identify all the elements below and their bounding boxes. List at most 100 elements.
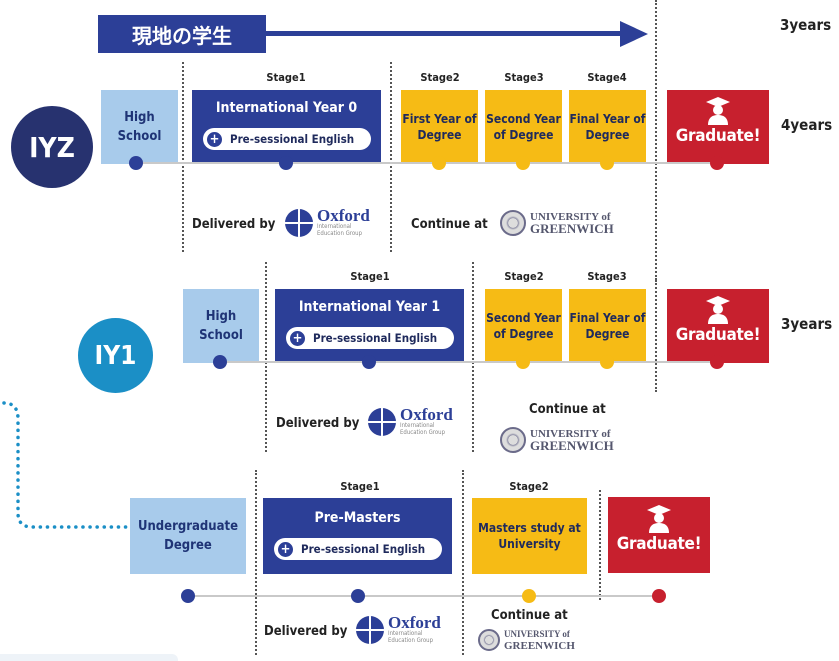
divider-graduate [655, 0, 657, 280]
oxford-name: Oxford [400, 405, 453, 424]
banner-arrow-shaft [266, 31, 622, 36]
iyz-graduate-box: Graduate! [667, 90, 769, 164]
banner-arrow-head [620, 21, 648, 47]
greenwich-line2: GREENWICH [530, 438, 614, 453]
greenwich-logo: UNIVERSITY of GREENWICH [478, 628, 575, 652]
pathway-connector [2, 401, 132, 529]
graduate-cap-icon [706, 97, 730, 125]
iy1-program-title: International Year 1 [298, 299, 441, 315]
divider-pm-3 [599, 490, 601, 600]
university-seal-icon [500, 427, 526, 453]
iyz-second-year-box: Second Year of Degree [485, 90, 562, 164]
greenwich-line2: GREENWICH [504, 640, 575, 652]
local-students-banner: 現地の学生 [98, 15, 266, 53]
iy1-dot-3 [516, 355, 530, 369]
iyz-stage3: Stage3 [504, 71, 544, 84]
greenwich-line1: UNIVERSITY of [530, 211, 611, 223]
oxford-sub2: Education Group [400, 429, 446, 436]
iyz-pill: + Pre-sessional English [203, 128, 371, 150]
iy1-stage1: Stage1 [350, 270, 390, 283]
iy1-pill: + Pre-sessional English [286, 327, 454, 349]
oxford-logo: Oxford International Education Group [368, 405, 453, 436]
footer-strip [0, 654, 178, 661]
iyz-program-box: International Year 0 + Pre-sessional Eng… [192, 90, 381, 164]
pm-dot-1 [181, 589, 195, 603]
divider-iy1-1 [265, 262, 267, 452]
iyz-continue-at: Continue at [411, 217, 488, 232]
iyz-high-school-box: High School [101, 90, 178, 164]
oxford-sub1: International [388, 630, 423, 637]
oxford-logo: Oxford International Education Group [356, 613, 441, 644]
iyz-badge: IYZ [11, 106, 93, 188]
iyz-dot-3 [432, 156, 446, 170]
pm-program-box: Pre-Masters + Pre-sessional English [263, 498, 452, 574]
iyz-delivered-by: Delivered by [192, 217, 276, 232]
local-years-label: 3years [780, 16, 832, 34]
globe-icon [368, 407, 396, 436]
iy1-stage3: Stage3 [587, 270, 627, 283]
iyz-stage2: Stage2 [420, 71, 460, 84]
divider-iyz-2 [390, 62, 392, 252]
iyz-dot-6 [710, 156, 724, 170]
iyz-stage1: Stage1 [266, 71, 306, 84]
greenwich-line2: GREENWICH [530, 221, 614, 236]
oxford-sub1: International [317, 223, 352, 230]
iyz-final-year-box: Final Year of Degree [569, 90, 646, 164]
pm-timeline [190, 595, 660, 597]
iyz-dot-1 [129, 156, 143, 170]
pm-continue-at: Continue at [491, 608, 568, 623]
pm-pill-label: Pre-sessional English [301, 542, 426, 556]
greenwich-logo: UNIVERSITY of GREENWICH [500, 427, 614, 453]
iy1-graduate-label: Graduate! [675, 325, 761, 345]
iyz-timeline [136, 162, 718, 164]
pm-dot-2 [351, 589, 365, 603]
oxford-sub1: International [400, 422, 435, 429]
graduate-cap-icon [706, 296, 730, 324]
pm-graduate-box: Graduate! [608, 497, 710, 573]
iy1-years-label: 3years [781, 315, 833, 333]
globe-icon [356, 615, 384, 644]
iy1-program-box: International Year 1 + Pre-sessional Eng… [275, 289, 464, 363]
iy1-dot-2 [362, 355, 376, 369]
pm-masters-box: Masters study at University [472, 498, 587, 574]
greenwich-logo: UNIVERSITY of GREENWICH [500, 210, 614, 236]
greenwich-line1: UNIVERSITY of [530, 428, 611, 440]
iyz-dot-4 [516, 156, 530, 170]
oxford-name: Oxford [388, 613, 441, 632]
globe-icon [285, 208, 313, 237]
divider-iyz-1 [182, 62, 184, 252]
plus-circle-icon: + [207, 131, 222, 147]
oxford-name: Oxford [317, 206, 370, 225]
pm-delivered-by: Delivered by [264, 624, 348, 639]
divider-iy1-3 [655, 280, 657, 392]
oxford-sub2: Education Group [388, 637, 434, 644]
pm-stage1: Stage1 [340, 480, 380, 493]
pm-graduate-label: Graduate! [616, 534, 702, 554]
university-seal-icon [478, 629, 500, 651]
university-seal-icon [500, 210, 526, 236]
iyz-pill-label: Pre-sessional English [230, 132, 355, 146]
pm-program-title: Pre-Masters [314, 510, 401, 526]
divider-iy1-2 [472, 262, 474, 452]
oxford-logo: Oxford International Education Group [285, 206, 370, 237]
greenwich-line1: UNIVERSITY of [504, 629, 570, 639]
iy1-high-school-box: High School [183, 289, 259, 363]
iy1-second-year-box: Second Year of Degree [485, 289, 562, 363]
plus-circle-icon: + [290, 330, 305, 346]
iyz-graduate-label: Graduate! [675, 126, 761, 146]
iy1-dot-4 [600, 355, 614, 369]
iyz-dot-5 [600, 156, 614, 170]
iy1-graduate-box: Graduate! [667, 289, 769, 363]
iy1-pill-label: Pre-sessional English [313, 331, 438, 345]
iyz-dot-2 [279, 156, 293, 170]
pm-pill: + Pre-sessional English [274, 538, 442, 560]
iy1-dot-5 [710, 355, 724, 369]
iy1-timeline [220, 361, 718, 363]
pm-undergrad-box: Undergraduate Degree [130, 498, 246, 574]
divider-pm-2 [462, 470, 464, 655]
plus-circle-icon: + [278, 541, 293, 557]
iyz-program-title: International Year 0 [215, 100, 358, 116]
iyz-years-label: 4years [781, 116, 833, 134]
iy1-continue-at: Continue at [529, 402, 606, 417]
graduate-cap-icon [647, 505, 671, 533]
